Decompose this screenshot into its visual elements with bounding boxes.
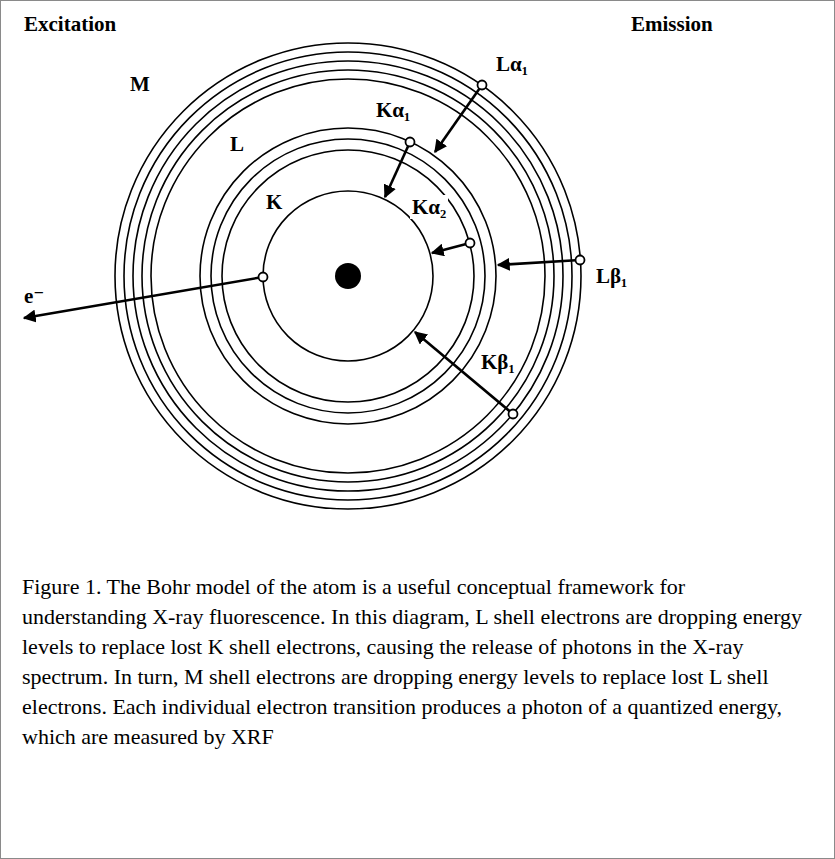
shell-name: M [128, 72, 152, 96]
m-shell [142, 70, 554, 482]
electron [509, 410, 518, 419]
l-beta1-arrow [498, 260, 580, 265]
transition-label: Lβ₁ [594, 264, 629, 288]
panel-heading: Excitation [22, 12, 118, 36]
l-shell [211, 139, 485, 413]
ejected-electron-arrow [24, 277, 263, 318]
bohr-atom-illustration [0, 0, 835, 560]
transition-label: Lα₁ [494, 52, 530, 76]
electron [478, 81, 487, 90]
l-alpha1-arrow [435, 85, 482, 152]
m-shell [133, 61, 563, 491]
shell-name: K [264, 190, 284, 214]
electron [466, 239, 475, 248]
transition-label: Kα₂ [410, 195, 448, 219]
m-shell [115, 43, 581, 509]
m-shell [151, 79, 545, 473]
transition-label: Kβ₁ [479, 350, 517, 374]
k-alpha1-arrow [385, 142, 410, 197]
transition-label: Kα₁ [374, 98, 412, 122]
shell-name: L [228, 132, 246, 156]
k-shell [263, 191, 433, 361]
panel-heading: Emission [629, 12, 715, 36]
l-shell [200, 128, 496, 424]
electron [576, 256, 585, 265]
l-shell [222, 150, 474, 402]
k-alpha2-arrow [432, 243, 470, 253]
electron [259, 273, 268, 282]
m-shell [124, 52, 572, 500]
figure-caption: Figure 1. The Bohr model of the atom is … [22, 572, 814, 752]
electron [406, 138, 415, 147]
nucleus [335, 263, 361, 289]
electron-label: e⁻ [22, 284, 46, 308]
